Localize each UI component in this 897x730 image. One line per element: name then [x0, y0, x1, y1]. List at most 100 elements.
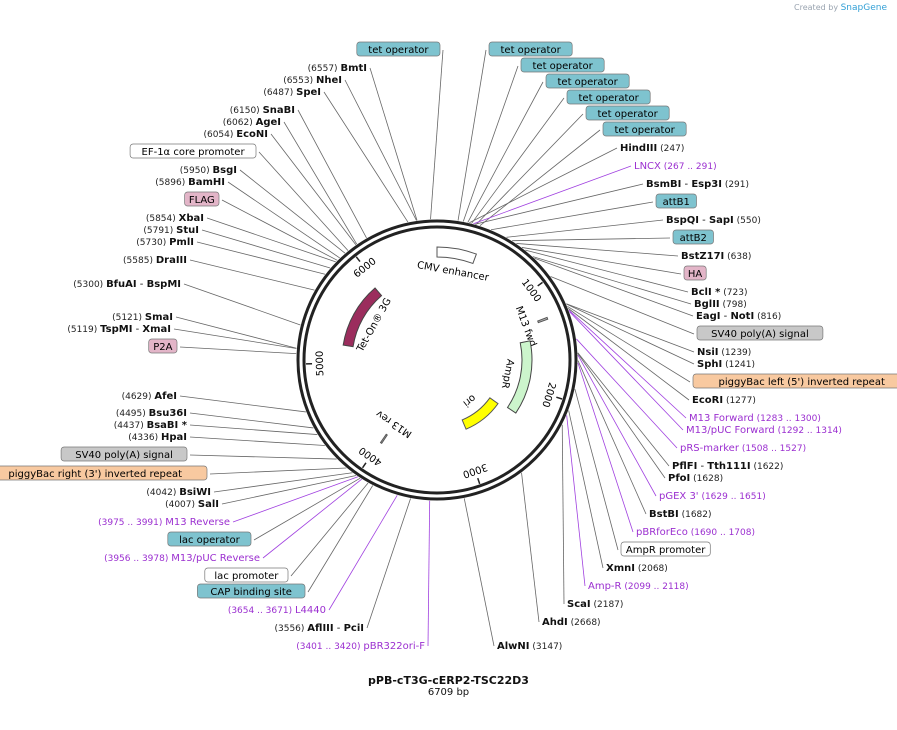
map-label-econi[interactable]: (6054) EcoNI — [203, 129, 268, 140]
map-label-nhei[interactable]: (6553) NheI — [283, 75, 342, 86]
map-label-xmni[interactable]: XmnI (2068) — [606, 563, 668, 574]
map-label-bspqi[interactable]: BspQI - SapI (550) — [666, 215, 761, 226]
map-label-m13-puc-forward[interactable]: M13/pUC Forward (1292 .. 1314) — [686, 425, 842, 436]
map-label-snabi[interactable]: (6150) SnaBI — [230, 105, 295, 116]
leader-line — [173, 328, 297, 349]
label-box-text: EF-1α core promoter — [142, 147, 246, 158]
map-label-sali[interactable]: (4007) SalI — [165, 499, 219, 510]
map-label-bsabi[interactable]: (4437) BsaBI * — [114, 420, 188, 431]
map-label-bcli[interactable]: BclI * (723) — [691, 287, 748, 298]
map-label-tet-operator[interactable]: tet operator — [545, 73, 630, 89]
map-label-tet-operator[interactable]: tet operator — [602, 121, 687, 137]
leader-line — [323, 91, 409, 223]
label-text: pGEX 3' (1629 .. 1651) — [659, 491, 766, 502]
map-label-bsmbi[interactable]: BsmBI - Esp3I (291) — [646, 179, 749, 190]
label-text: (4336) HpaI — [128, 432, 187, 443]
label-box — [692, 373, 897, 389]
leader-line — [457, 49, 487, 221]
map-label-p2a[interactable]: P2A — [148, 338, 178, 354]
map-label-agei[interactable]: (6062) AgeI — [223, 117, 281, 128]
map-label-m13-forward[interactable]: M13 Forward (1283 .. 1300) — [689, 413, 821, 424]
map-label-ecori[interactable]: EcoRI (1277) — [692, 395, 756, 406]
map-label-pfoi[interactable]: PfoI (1628) — [668, 473, 723, 484]
map-label-afei[interactable]: (4629) AfeI — [122, 391, 177, 402]
label-box-text: lac operator — [179, 535, 240, 546]
label-text: (4437) BsaBI * — [114, 420, 188, 431]
label-text: (4629) AfeI — [122, 391, 177, 402]
map-label-sv40-poly-a-signal[interactable]: SV40 poly(A) signal — [60, 446, 188, 462]
map-label-bsgi[interactable]: (5950) BsgI — [180, 165, 237, 176]
map-label-ef-1-core-promoter[interactable]: EF-1α core promoter — [129, 143, 257, 159]
ring-tick-label: 4000 — [357, 444, 384, 468]
map-label-amp-r[interactable]: Amp-R (2099 .. 2118) — [588, 581, 689, 592]
map-label-bfuai[interactable]: (5300) BfuAI - BspMI — [73, 279, 181, 290]
map-label-lac-promoter[interactable]: lac promoter — [204, 567, 289, 583]
label-box — [60, 446, 188, 462]
leader-line — [534, 257, 694, 317]
label-text: (3654 .. 3671) L4440 — [228, 605, 326, 616]
map-label-ha[interactable]: HA — [683, 265, 707, 281]
map-label-tet-operator[interactable]: tet operator — [566, 89, 651, 105]
map-label-alwni[interactable]: AlwNI (3147) — [497, 641, 562, 652]
map-label-lac-operator[interactable]: lac operator — [167, 531, 252, 547]
map-label-l4440[interactable]: (3654 .. 3671) L4440 — [228, 605, 326, 616]
map-label-pgex-3[interactable]: pGEX 3' (1629 .. 1651) — [659, 491, 766, 502]
map-label-tet-operator[interactable]: tet operator — [585, 105, 670, 121]
map-label-draiii[interactable]: (5585) DraIII — [123, 255, 187, 266]
map-label-piggybac-right-3-inverted-repeat[interactable]: piggyBac right (3') inverted repeat — [0, 465, 208, 481]
map-label-bmti[interactable]: (6557) BmtI — [308, 63, 367, 74]
label-box-text: piggyBac right (3') inverted repeat — [8, 469, 182, 480]
map-label-hpai[interactable]: (4336) HpaI — [128, 432, 187, 443]
map-label-lncx[interactable]: LNCX (267 .. 291) — [634, 161, 717, 172]
feature-arc-ori — [461, 397, 499, 430]
map-label-pbr322ori-f[interactable]: (3401 .. 3420) pBR322ori-F — [296, 641, 425, 652]
map-label-xbai[interactable]: (5854) XbaI — [146, 213, 204, 224]
map-label-m13-puc-reverse[interactable]: (3956 .. 3978) M13/pUC Reverse — [104, 553, 260, 564]
map-label-stui[interactable]: (5791) StuI — [143, 225, 199, 236]
leader-line — [201, 229, 331, 269]
leader-line — [567, 305, 691, 383]
map-label-tet-operator[interactable]: tet operator — [488, 41, 573, 57]
map-label-sphi[interactable]: SphI (1241) — [697, 359, 755, 370]
map-label-eagi[interactable]: EagI - NotI (816) — [696, 311, 781, 322]
map-label-smai[interactable]: (5121) SmaI — [112, 312, 173, 323]
label-text: (5896) BamHI — [155, 177, 225, 188]
map-label-hindiii[interactable]: HindIII (247) — [620, 143, 684, 154]
feature-arc-tet-on-3g — [342, 287, 383, 348]
map-label-pbrforeco[interactable]: pBRforEco (1690 .. 1708) — [636, 527, 755, 538]
map-label-attb1[interactable]: attB1 — [655, 193, 697, 209]
map-label-nsii[interactable]: NsiI (1239) — [697, 347, 751, 358]
leader-line — [474, 183, 644, 225]
ring-tick-label: 6000 — [352, 256, 379, 280]
label-text: (6062) AgeI — [223, 117, 281, 128]
map-label-tet-operator[interactable]: tet operator — [356, 41, 441, 57]
map-label-tet-operator[interactable]: tet operator — [520, 57, 605, 73]
map-label-m13-reverse[interactable]: (3975 .. 3991) M13 Reverse — [98, 517, 230, 528]
map-label-bamhi[interactable]: (5896) BamHI — [155, 177, 225, 188]
map-label-bstbi[interactable]: BstBI (1682) — [649, 509, 712, 520]
leader-line — [369, 67, 418, 221]
map-label-cap-binding-site[interactable]: CAP binding site — [197, 583, 306, 599]
leader-line — [521, 247, 682, 275]
map-label-tspmi[interactable]: (5119) TspMI - XmaI — [67, 324, 171, 335]
map-label-flag[interactable]: FLAG — [184, 191, 220, 207]
map-label-bsiwi[interactable]: (4042) BsiWI — [146, 487, 211, 498]
map-label-sv40-poly-a-signal[interactable]: SV40 poly(A) signal — [696, 325, 824, 341]
map-label-ahdi[interactable]: AhdI (2668) — [542, 617, 601, 628]
map-label-ampr-promoter[interactable]: AmpR promoter — [620, 541, 711, 557]
label-box — [683, 265, 707, 281]
map-label-pmli[interactable]: (5730) PmlI — [136, 237, 194, 248]
leader-line — [467, 81, 544, 223]
feature-arc-m13-fwd — [537, 316, 549, 324]
map-label-spei[interactable]: (6487) SpeI — [263, 87, 321, 98]
map-label-attb2[interactable]: attB2 — [672, 229, 714, 245]
map-label-prs-marker[interactable]: pRS-marker (1508 .. 1527) — [680, 443, 806, 454]
map-label-bsu36i[interactable]: (4495) Bsu36I — [116, 408, 187, 419]
map-label-pflfi[interactable]: PflFI - Tth111I (1622) — [672, 461, 783, 472]
map-label-bglii[interactable]: BglII (798) — [694, 299, 747, 310]
map-label-afliii[interactable]: (3556) AflIII - PciI — [274, 623, 364, 634]
map-label-piggybac-left-5-inverted-repeat[interactable]: piggyBac left (5') inverted repeat — [692, 373, 897, 389]
label-text: BspQI - SapI (550) — [666, 215, 761, 226]
map-label-bstz17i[interactable]: BstZ17I (638) — [681, 251, 751, 262]
map-label-scai[interactable]: ScaI (2187) — [567, 599, 623, 610]
